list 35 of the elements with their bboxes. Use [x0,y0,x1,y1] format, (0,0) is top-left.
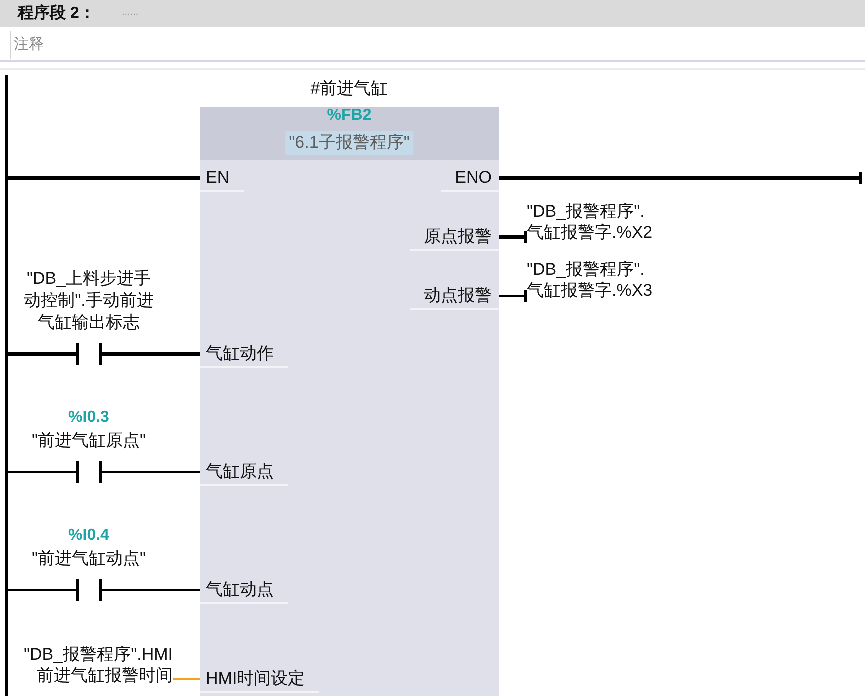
wire [499,231,527,243]
operand-label: "DB_报警程序".气缸报警字.%X3 [527,259,657,301]
network-title: 程序段 2： [18,3,96,24]
function-block [200,78,499,696]
block-number: %FB2 [327,106,372,126]
wire [159,589,200,591]
wire [8,352,19,356]
wire [8,176,200,180]
pin-label: 原点报警 [410,227,499,251]
power-rail [5,75,8,696]
pin-label: 气缸动点 [200,580,288,604]
operand-address: %I0.3 [68,408,110,428]
wire [159,352,200,356]
wire [8,589,19,591]
operand-label: "DB_报警程序".HMI前进气缸报警时间 [18,644,173,686]
instance-name: #前进气缸 [310,79,388,99]
operand-label: "前进气缸动点" [32,548,146,570]
wire [499,172,862,184]
operand-label: "前进气缸原点" [32,430,146,452]
operand-label: "DB_上料步进手动控制".手动前进气缸输出标志 [23,268,155,334]
wire [499,290,527,302]
pin-label: HMI时间设定 [200,669,320,693]
wire [173,678,200,680]
wire [159,471,200,473]
operand-address: %I0.4 [68,526,110,546]
pin-label: EN [200,168,244,192]
pin-label: ENO [441,168,499,192]
operand-label: "DB_报警程序".气缸报警字.%X2 [527,201,657,243]
block-name: "6.1子报警程序" [285,131,414,155]
pin-label: 动点报警 [410,286,499,310]
pin-label: 气缸原点 [200,462,288,486]
pin-label: 气缸动作 [200,344,288,368]
comment-field: 注释 [10,31,865,59]
title-field: ...... [120,6,141,20]
wire [8,471,19,473]
